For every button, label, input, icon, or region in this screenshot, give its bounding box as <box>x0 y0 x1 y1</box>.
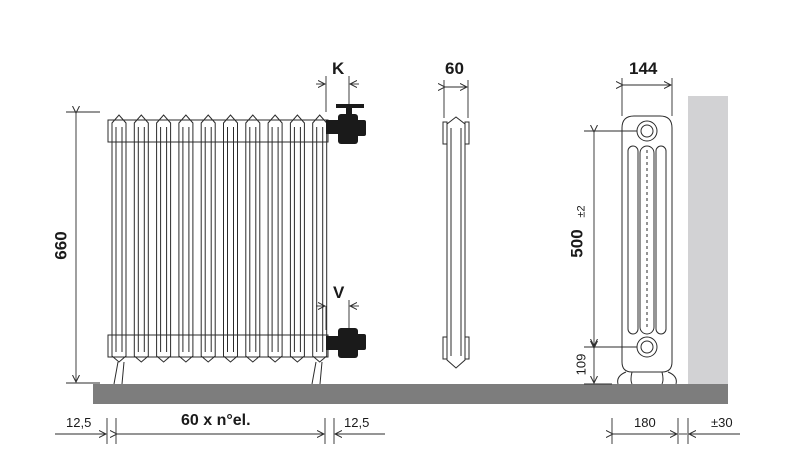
radiator-column-detail <box>227 127 234 352</box>
radiator-column <box>312 114 328 363</box>
label-180: 180 <box>634 415 656 430</box>
radiator-column-detail <box>160 127 168 352</box>
bottom-header <box>107 334 329 358</box>
radiator-column <box>200 114 216 363</box>
dimension-lines <box>55 76 740 444</box>
label-660: 660 <box>51 231 71 260</box>
radiator-column-detail <box>293 127 301 352</box>
radiator-column-detail <box>316 127 324 352</box>
radiator-column <box>156 114 172 363</box>
label-500: 500 <box>567 229 587 258</box>
valve-v <box>326 328 366 358</box>
label-v: V <box>333 283 345 302</box>
label-left-margin: 12,5 <box>66 415 92 430</box>
radiator-column <box>133 114 149 363</box>
side-view-section <box>442 116 470 369</box>
label-body-width: 60 x n°el. <box>181 412 251 429</box>
wall <box>688 96 728 384</box>
label-60: 60 <box>445 59 464 78</box>
radiator-column-detail <box>115 127 123 352</box>
label-wall-tolerance: ±30 <box>711 415 733 430</box>
top-header <box>107 119 329 143</box>
label-109: 109 <box>573 353 589 376</box>
label-tolerance-500: ±2 <box>575 205 588 218</box>
radiator-column <box>289 114 305 363</box>
radiator-column <box>111 114 127 363</box>
radiator-column <box>223 114 238 363</box>
radiator-column <box>267 114 283 363</box>
radiator-feet <box>113 361 323 385</box>
radiator-column-detail <box>182 127 190 352</box>
radiator-column-detail <box>137 127 145 352</box>
radiator-column-detail <box>271 127 279 352</box>
valve-k <box>326 104 366 144</box>
label-k: K <box>332 59 345 78</box>
front-view-radiator <box>107 114 329 385</box>
radiator-column-detail <box>249 127 257 352</box>
end-view-radiator <box>617 115 677 385</box>
label-144: 144 <box>629 59 658 78</box>
radiator-column-detail <box>204 127 212 352</box>
floor <box>93 384 728 404</box>
radiator-column <box>178 114 194 363</box>
label-right-margin: 12,5 <box>344 415 370 430</box>
radiator-column <box>245 114 261 363</box>
